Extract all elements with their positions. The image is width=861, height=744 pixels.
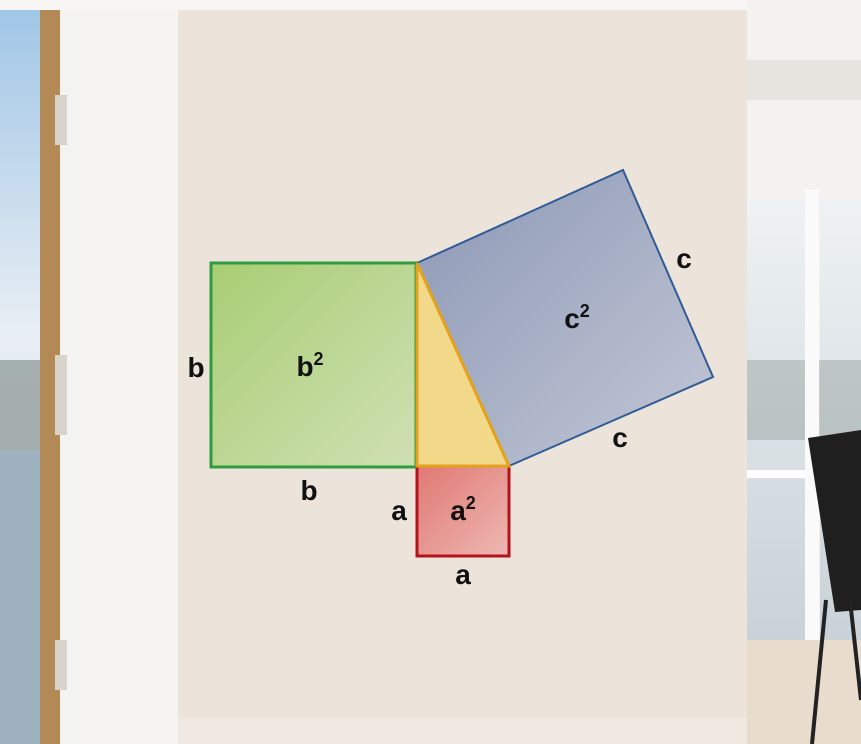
a-bottom-side-label: a: [455, 559, 471, 590]
right-view-hill: [747, 360, 861, 440]
left-wall-pillar: [90, 0, 178, 744]
b-squared-square: [209, 261, 418, 469]
a-squared-square: [415, 464, 511, 558]
right-window-rail: [747, 470, 861, 478]
a-left-side-label: a: [391, 495, 407, 526]
right-floor: [747, 640, 861, 744]
c-squared-label: c2: [564, 301, 590, 334]
right-beam: [747, 60, 861, 100]
b-left-side-label: b: [187, 352, 204, 383]
chair-leg-1: [810, 599, 828, 744]
c-lower-side-label: c: [612, 422, 628, 453]
chair-leg-2: [848, 599, 861, 701]
door-hinge-top: [55, 95, 67, 145]
door-hinge-middle: [55, 355, 67, 435]
c-upper-side-label: c: [676, 243, 692, 274]
a-squared-label: a2: [450, 493, 476, 526]
ceiling-edge: [0, 0, 861, 10]
door-hinge-bottom: [55, 640, 67, 690]
right-triangle: [415, 262, 512, 468]
right-window-pane-1: [747, 200, 807, 640]
chair-back: [808, 430, 861, 612]
floor-skirting: [178, 718, 748, 744]
b-squared-label: b2: [296, 349, 323, 382]
b-bottom-side-label: b: [300, 475, 317, 506]
left-view-water: [0, 450, 44, 744]
left-view-hill: [0, 360, 44, 450]
right-window-mullion: [805, 190, 819, 650]
